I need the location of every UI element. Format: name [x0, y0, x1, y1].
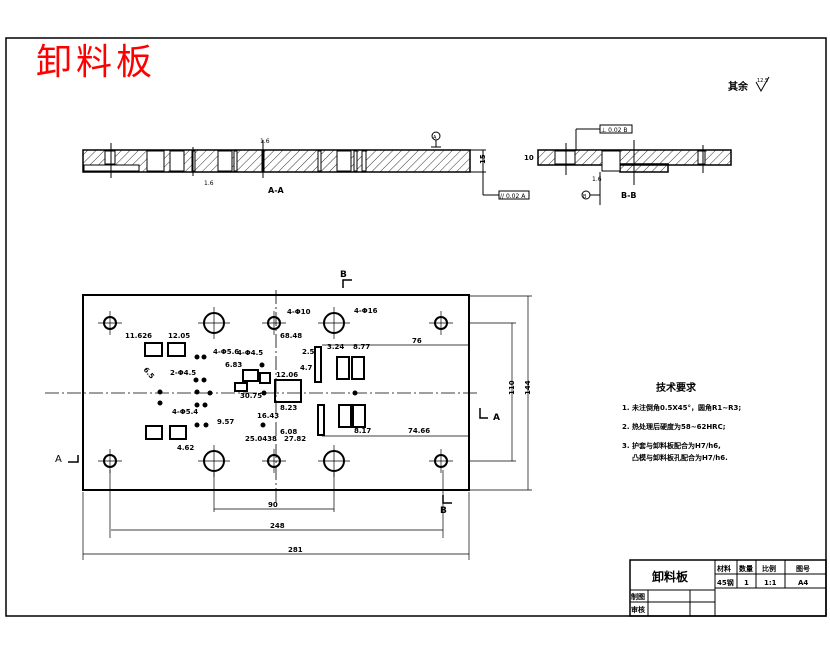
- section-mark-b-bottom: B: [440, 506, 447, 516]
- tech-requirement-3: 3. 护套与卸料板配合为H7/h6,: [622, 441, 721, 450]
- dim-76: 76: [412, 337, 422, 345]
- aa-tolerance-frame: [498, 190, 530, 200]
- dim-110: 110: [508, 380, 516, 395]
- section-mark-b-top: B: [340, 270, 347, 280]
- title-block: 卸料板 材料 数量 比例 图号 45钢 1 1:1 A4 制图 审核: [629, 559, 827, 617]
- dim-4-62: 4.62: [177, 444, 194, 452]
- bb-tolerance: ⊥ 0.02 B: [601, 127, 628, 134]
- header-quantity: 数量: [739, 564, 753, 573]
- dim-2-5: 2.5: [302, 348, 315, 356]
- dim-3-24: 3.24: [327, 343, 344, 351]
- dim-90: 90: [268, 501, 278, 509]
- tech-requirement-2: 2. 热处理后硬度为58~62HRC;: [622, 422, 726, 431]
- dim-4-phi10: 4-Φ10: [287, 308, 311, 316]
- aa-roughness-bottom: 1.6: [204, 180, 214, 187]
- tech-requirement-3b: 凸模与卸料板孔配合为H7/h6.: [632, 453, 728, 462]
- dim-12-06: 12.06: [276, 371, 298, 379]
- dim-11-626: 11.626: [125, 332, 152, 340]
- dim-281: 281: [288, 546, 303, 554]
- dim-144: 144: [524, 380, 532, 395]
- tech-requirement-1: 1. 未注倒角0.5X45°，圆角R1~R3;: [622, 403, 741, 412]
- drawing-title: 卸料板: [36, 42, 156, 83]
- dim-74-66: 74.66: [408, 427, 430, 435]
- dim-4-phi5-4: 4-Φ5.4: [172, 408, 198, 416]
- roughness-note-label: 其余: [728, 80, 749, 93]
- title-block-part-name: 卸料板: [652, 569, 689, 584]
- dim-4-phi5-6: 4-Φ5.6: [213, 348, 239, 356]
- dim-248: 248: [270, 522, 285, 530]
- tech-requirements: 技术要求 1. 未注倒角0.5X45°，圆角R1~R3; 2. 热处理后硬度为5…: [622, 381, 741, 462]
- dim-27-82: 27.82: [284, 435, 306, 443]
- aa-datum: A: [433, 135, 437, 141]
- header-material: 材料: [716, 564, 731, 573]
- header-scale: 比例: [762, 564, 776, 573]
- dim-6-83: 6.83: [225, 361, 242, 369]
- section-aa-view: 1.6 1.6 A A-A 15 // 0.02 A: [82, 131, 530, 200]
- bb-thickness-dim: 10: [524, 154, 534, 162]
- dim-4-phi4-5: 4-Φ4.5: [237, 349, 263, 357]
- aa-thickness-dim: 15: [479, 154, 487, 164]
- tech-requirements-title: 技术要求: [656, 381, 697, 394]
- plan-view: 90 248 281 110 144 76 74.66 4-Φ10 4-Φ16 …: [45, 270, 532, 560]
- value-drawing-no: A4: [798, 579, 808, 587]
- roughness-symbol-icon: [755, 76, 770, 93]
- aa-roughness-top: 1.6: [260, 138, 270, 145]
- dim-9-57: 9.57: [217, 418, 234, 426]
- dim-8-23: 8.23: [280, 404, 297, 412]
- drawing-frame: [5, 37, 827, 617]
- dim-68-48: 68.48: [280, 332, 302, 340]
- roughness-note-value: 12.5: [757, 78, 768, 84]
- value-quantity: 1: [744, 579, 749, 587]
- dim-4-phi16: 4-Φ16: [354, 307, 378, 315]
- dim-12-05: 12.05: [168, 332, 190, 340]
- dim-2-phi4-5: 2-Φ4.5: [170, 369, 196, 377]
- bb-tolerance-frame: [599, 124, 633, 134]
- dim-4-7: 4.7: [300, 364, 313, 372]
- section-bb-view: ⊥ 0.02 B 10 1.6 B B-B: [524, 124, 732, 205]
- dim-8-17: 8.17: [354, 427, 371, 435]
- checked-by-label: 审核: [631, 605, 645, 614]
- roughness-note: 其余 12.5: [728, 76, 770, 93]
- header-drawing-no: 图号: [796, 564, 810, 573]
- section-mark-a-right: A: [493, 413, 500, 423]
- dim-6-5: 6.5: [142, 366, 156, 381]
- dim-8-77: 8.77: [353, 343, 370, 351]
- drawn-by-label: 制图: [631, 592, 645, 601]
- value-scale: 1:1: [764, 579, 777, 587]
- section-mark-a-left: A: [55, 454, 62, 465]
- dim-30-75: 30.75: [240, 392, 262, 400]
- dim-6-08: 6.08: [280, 428, 297, 436]
- aa-tolerance: // 0.02 A: [500, 193, 526, 200]
- section-bb-label: B-B: [621, 191, 637, 200]
- dim-25-0438: 25.0438: [245, 435, 277, 443]
- bb-roughness: 1.6: [592, 176, 602, 183]
- section-aa-label: A-A: [268, 186, 285, 195]
- value-material: 45钢: [717, 578, 734, 587]
- dim-16-43: 16.43: [257, 412, 279, 420]
- bb-datum: B: [583, 194, 587, 200]
